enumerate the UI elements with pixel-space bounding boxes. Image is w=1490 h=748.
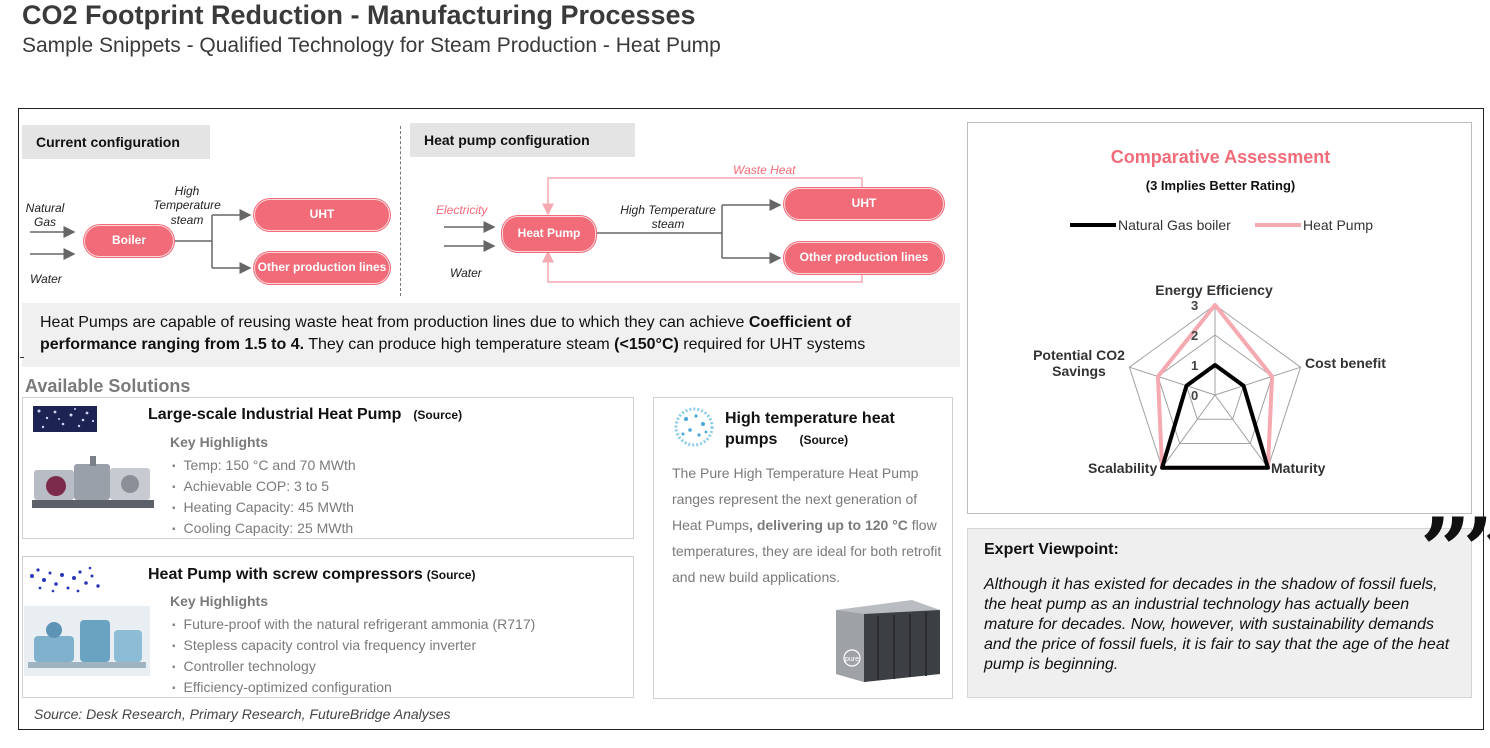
heat-pump-node: Heat Pump xyxy=(502,216,596,252)
card1-key-highlights: Key Highlights xyxy=(170,434,269,450)
card2-highlights-list: Future-proof with the natural refrigeran… xyxy=(172,615,536,699)
legend-gas-label: Natural Gas boiler xyxy=(1118,217,1231,233)
page-title: CO2 Footprint Reduction - Manufacturing … xyxy=(22,0,696,30)
globe-logo-icon xyxy=(674,407,714,447)
legend-natural-gas: Natural Gas boiler xyxy=(1070,217,1231,233)
hp-uht-node: UHT xyxy=(784,188,944,220)
expert-title: Expert Viewpoint: xyxy=(984,541,1119,558)
waste-heat-label: Waste Heat xyxy=(733,163,796,177)
screw-compressor-image xyxy=(24,606,150,676)
unit-logo-text: pure xyxy=(845,656,859,663)
legend-heat-pump: Heat Pump xyxy=(1255,217,1373,233)
assessment-subtitle: (3 Implies Better Rating) xyxy=(1145,178,1296,193)
radar-grid-ring xyxy=(1157,334,1273,445)
card1-title-text: Large-scale Industrial Heat Pump xyxy=(148,406,402,423)
legend-hp-label: Heat Pump xyxy=(1303,217,1374,233)
list-item: Efficiency-optimized configuration xyxy=(172,678,535,699)
config-divider xyxy=(400,126,401,296)
card2-title-text: Heat Pump with screw compressors xyxy=(148,566,423,583)
radar-series-natural-gas xyxy=(1160,363,1270,470)
assessment-title: Comparative Assessment xyxy=(1110,147,1331,167)
card3-description: The Pure High Temperature Heat Pump rang… xyxy=(672,460,944,590)
card3-title-line1: High temperature heat xyxy=(725,410,895,427)
hp-other-lines-node: Other production lines xyxy=(784,242,944,274)
steam-label: High Temperature steam xyxy=(153,184,221,227)
card3-source-link[interactable]: (Source) xyxy=(799,433,849,447)
description-box: Heat Pumps are capable of reusing waste … xyxy=(22,303,960,367)
card2-source-link[interactable]: (Source) xyxy=(426,568,476,582)
quote-icon: ”” xyxy=(1420,498,1490,602)
radar-tick-label: 3 xyxy=(1191,298,1198,313)
card2-key-highlights: Key Highlights xyxy=(170,593,269,609)
description-bold-2: (<150°C) xyxy=(614,336,679,354)
list-item: Temp: 150 °C and 70 MWth xyxy=(172,456,356,477)
list-item: Achievable COP: 3 to 5 xyxy=(172,477,356,498)
water-label-hp: Water xyxy=(450,266,482,280)
list-item: Controller technology xyxy=(172,657,535,678)
card1-title: Large-scale Industrial Heat Pump (Source) xyxy=(148,406,462,424)
natural-gas-label: Natural Gas xyxy=(25,201,65,230)
card3-body-bold: , delivering up to 120 °C xyxy=(749,517,908,533)
description-bold-1: Coefficient of performance ranging from … xyxy=(40,314,852,354)
card1-source-link[interactable]: (Source) xyxy=(413,408,463,422)
current-config-tab: Current configuration xyxy=(22,125,210,159)
boiler-node: Boiler xyxy=(84,225,174,257)
axis-label-maturity: Maturity xyxy=(1271,460,1326,476)
radar-spoke xyxy=(1214,394,1269,469)
radar-spoke xyxy=(1129,366,1216,396)
other-lines-node: Other production lines xyxy=(254,252,390,284)
axis-label-cost-benefit: Cost benefit xyxy=(1305,355,1386,371)
page-subtitle: Sample Snippets - Qualified Technology f… xyxy=(22,34,721,57)
available-solutions-title: Available Solutions xyxy=(25,376,191,396)
content-frame xyxy=(18,108,1484,730)
vendor-logo-image xyxy=(30,566,100,593)
card2-title: Heat Pump with screw compressors(Source) xyxy=(148,566,475,584)
list-item: Heating Capacity: 45 MWth xyxy=(172,498,356,519)
radar-tick-label: 2 xyxy=(1191,328,1198,343)
card3-title: High temperature heat pumps (Source) xyxy=(725,408,895,451)
list-item: Stepless capacity control via frequency … xyxy=(172,636,535,657)
legend-swatch-gas xyxy=(1070,223,1116,227)
card3-body-1: The Pure High Temperature Heat Pump rang… xyxy=(672,465,919,533)
axis-label-scalability: Scalability xyxy=(1088,460,1158,476)
card1-highlights-list: Temp: 150 °C and 70 MWth Achievable COP:… xyxy=(172,456,356,540)
axis-label-co2-savings: Potential CO2 Savings xyxy=(1033,347,1125,380)
list-item: Future-proof with the natural refrigeran… xyxy=(172,615,536,636)
radar-spoke xyxy=(1161,394,1216,469)
radar-spoke xyxy=(1214,366,1301,396)
radar-tick-label: 0 xyxy=(1191,388,1198,403)
comparative-assessment-panel: Comparative Assessment (3 Implies Better… xyxy=(967,122,1472,514)
description-text-2: They can produce high temperature steam xyxy=(304,336,615,354)
water-label: Water xyxy=(30,272,62,286)
hp-steam-label: High Temperature steam xyxy=(620,203,716,232)
card3-body-2: flow temperatures, they are ideal for bo… xyxy=(672,517,942,585)
source-footnote: Source: Desk Research, Primary Research,… xyxy=(34,706,451,722)
radar-tick-label: 1 xyxy=(1191,358,1198,373)
electricity-label: Electricity xyxy=(436,203,488,217)
axis-label-energy-efficiency: Energy Efficiency xyxy=(1155,282,1273,298)
heat-pump-unit-image: pure xyxy=(836,600,940,682)
vendor-logo-image xyxy=(33,406,97,432)
expert-viewpoint-box: Expert Viewpoint: Although it has existe… xyxy=(967,528,1472,698)
legend-swatch-hp xyxy=(1255,223,1301,227)
list-item: Cooling Capacity: 25 MWth xyxy=(172,519,356,540)
description-tick xyxy=(20,357,24,358)
card3-title-line2: pumps xyxy=(725,431,778,448)
description-text-3: required for UHT systems xyxy=(678,336,866,354)
description-text-1: Heat Pumps are capable of reusing waste … xyxy=(40,314,749,331)
heat-pump-config-tab: Heat pump configuration xyxy=(410,123,635,157)
expert-text: Although it has existed for decades in t… xyxy=(984,576,1450,673)
industrial-heat-pump-image xyxy=(32,456,154,508)
uht-node: UHT xyxy=(254,199,390,231)
